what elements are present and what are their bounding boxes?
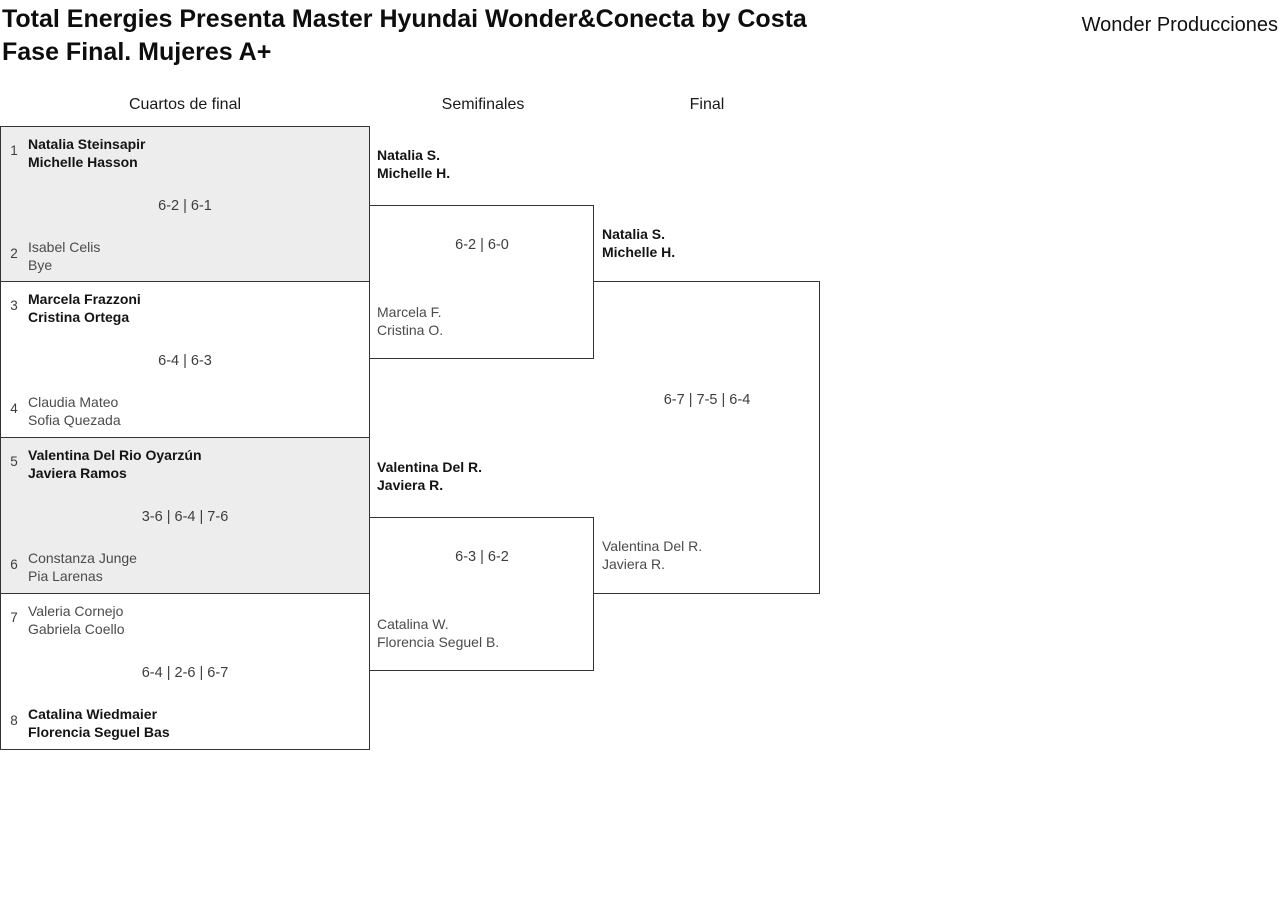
title-line-2: Fase Final. Mujeres A+: [2, 38, 272, 66]
match-score: 6-2 | 6-0: [455, 237, 509, 253]
player-name: Constanza Junge: [28, 550, 137, 566]
player-name: Michelle H.: [377, 165, 451, 181]
quarterfinal-match-3: 5 Valentina Del Rio Oyarzún Javiera Ramo…: [0, 438, 370, 594]
page-title: Total Energies Presenta Master Hyundai W…: [2, 3, 807, 69]
final-match-connector: [594, 281, 820, 594]
title-line-1: Total Energies Presenta Master Hyundai W…: [2, 5, 807, 33]
team-pair: Natalia S. Michelle H.: [377, 146, 450, 182]
seed-number: 3: [10, 298, 18, 313]
round-label-quarterfinals: Cuartos de final: [128, 96, 242, 113]
round-label-semifinals: Semifinales: [441, 96, 525, 113]
player-name: Marcela F.: [377, 304, 442, 320]
seed-number: 2: [10, 246, 18, 261]
match-score: 6-7 | 7-5 | 6-4: [663, 392, 751, 408]
player-name: Javiera R.: [602, 556, 666, 572]
team-pair: Valeria Cornejo Gabriela Coello: [28, 602, 125, 638]
player-name: Bye: [28, 257, 53, 273]
seed-number: 1: [10, 143, 18, 158]
player-name: Catalina W.: [377, 616, 449, 632]
seed-number: 6: [10, 557, 18, 572]
round-label-final: Final: [689, 96, 725, 113]
player-name: Catalina Wiedmaier: [28, 706, 158, 722]
player-name: Isabel Celis: [28, 239, 101, 255]
semifinal-match-1-connector: [370, 205, 594, 359]
player-name: Marcela Frazzoni: [28, 291, 141, 307]
player-name: Michelle H.: [602, 244, 676, 260]
team-pair: Valentina Del R. Javiera R.: [602, 537, 702, 573]
team-pair: Natalia Steinsapir Michelle Hasson: [28, 135, 146, 171]
team-pair: Natalia S. Michelle H.: [602, 225, 675, 261]
seed-number: 5: [10, 454, 18, 469]
player-name: Gabriela Coello: [28, 621, 125, 637]
team-pair: Constanza Junge Pia Larenas: [28, 549, 137, 585]
player-name: Valeria Cornejo: [28, 603, 124, 619]
player-name: Natalia S.: [602, 226, 666, 242]
player-name: Valentina Del R.: [602, 538, 703, 554]
match-score: 6-4 | 6-3: [158, 353, 212, 369]
match-score: 6-4 | 2-6 | 6-7: [141, 665, 229, 681]
player-name: Cristina O.: [377, 322, 444, 338]
team-pair: Claudia Mateo Sofia Quezada: [28, 393, 121, 429]
player-name: Cristina Ortega: [28, 309, 130, 325]
match-score: 6-2 | 6-1: [158, 198, 212, 214]
seed-number: 4: [10, 401, 18, 416]
quarterfinal-match-2: 3 Marcela Frazzoni Cristina Ortega 6-4 |…: [0, 282, 370, 438]
quarterfinal-match-1: 1 Natalia Steinsapir Michelle Hasson 6-2…: [0, 126, 370, 282]
quarterfinal-match-4: 7 Valeria Cornejo Gabriela Coello 6-4 | …: [0, 594, 370, 750]
player-name: Natalia S.: [377, 147, 441, 163]
team-pair: Valentina Del Rio Oyarzún Javiera Ramos: [28, 446, 202, 482]
player-name: Florencia Seguel B.: [377, 634, 500, 650]
player-name: Javiera R.: [377, 477, 444, 493]
player-name: Sofia Quezada: [28, 412, 121, 428]
team-pair: Catalina Wiedmaier Florencia Seguel Bas: [28, 705, 170, 741]
seed-number: 7: [10, 610, 18, 625]
team-pair: Marcela Frazzoni Cristina Ortega: [28, 290, 141, 326]
team-pair: Isabel Celis Bye: [28, 238, 100, 274]
player-name: Florencia Seguel Bas: [28, 724, 170, 740]
player-name: Natalia Steinsapir: [28, 136, 146, 152]
brand-name: Wonder Producciones: [1081, 14, 1278, 36]
seed-number: 8: [10, 713, 18, 728]
player-name: Michelle Hasson: [28, 154, 138, 170]
player-name: Valentina Del Rio Oyarzún: [28, 447, 202, 463]
player-name: Pia Larenas: [28, 568, 103, 584]
team-pair: Valentina Del R. Javiera R.: [377, 458, 482, 494]
player-name: Valentina Del R.: [377, 459, 483, 475]
match-score: 6-3 | 6-2: [455, 549, 509, 565]
team-pair: Catalina W. Florencia Seguel B.: [377, 615, 499, 651]
team-pair: Marcela F. Cristina O.: [377, 303, 443, 339]
player-name: Javiera Ramos: [28, 465, 127, 481]
player-name: Claudia Mateo: [28, 394, 119, 410]
match-score: 3-6 | 6-4 | 7-6: [141, 509, 229, 525]
semifinal-match-2-connector: [370, 517, 594, 671]
